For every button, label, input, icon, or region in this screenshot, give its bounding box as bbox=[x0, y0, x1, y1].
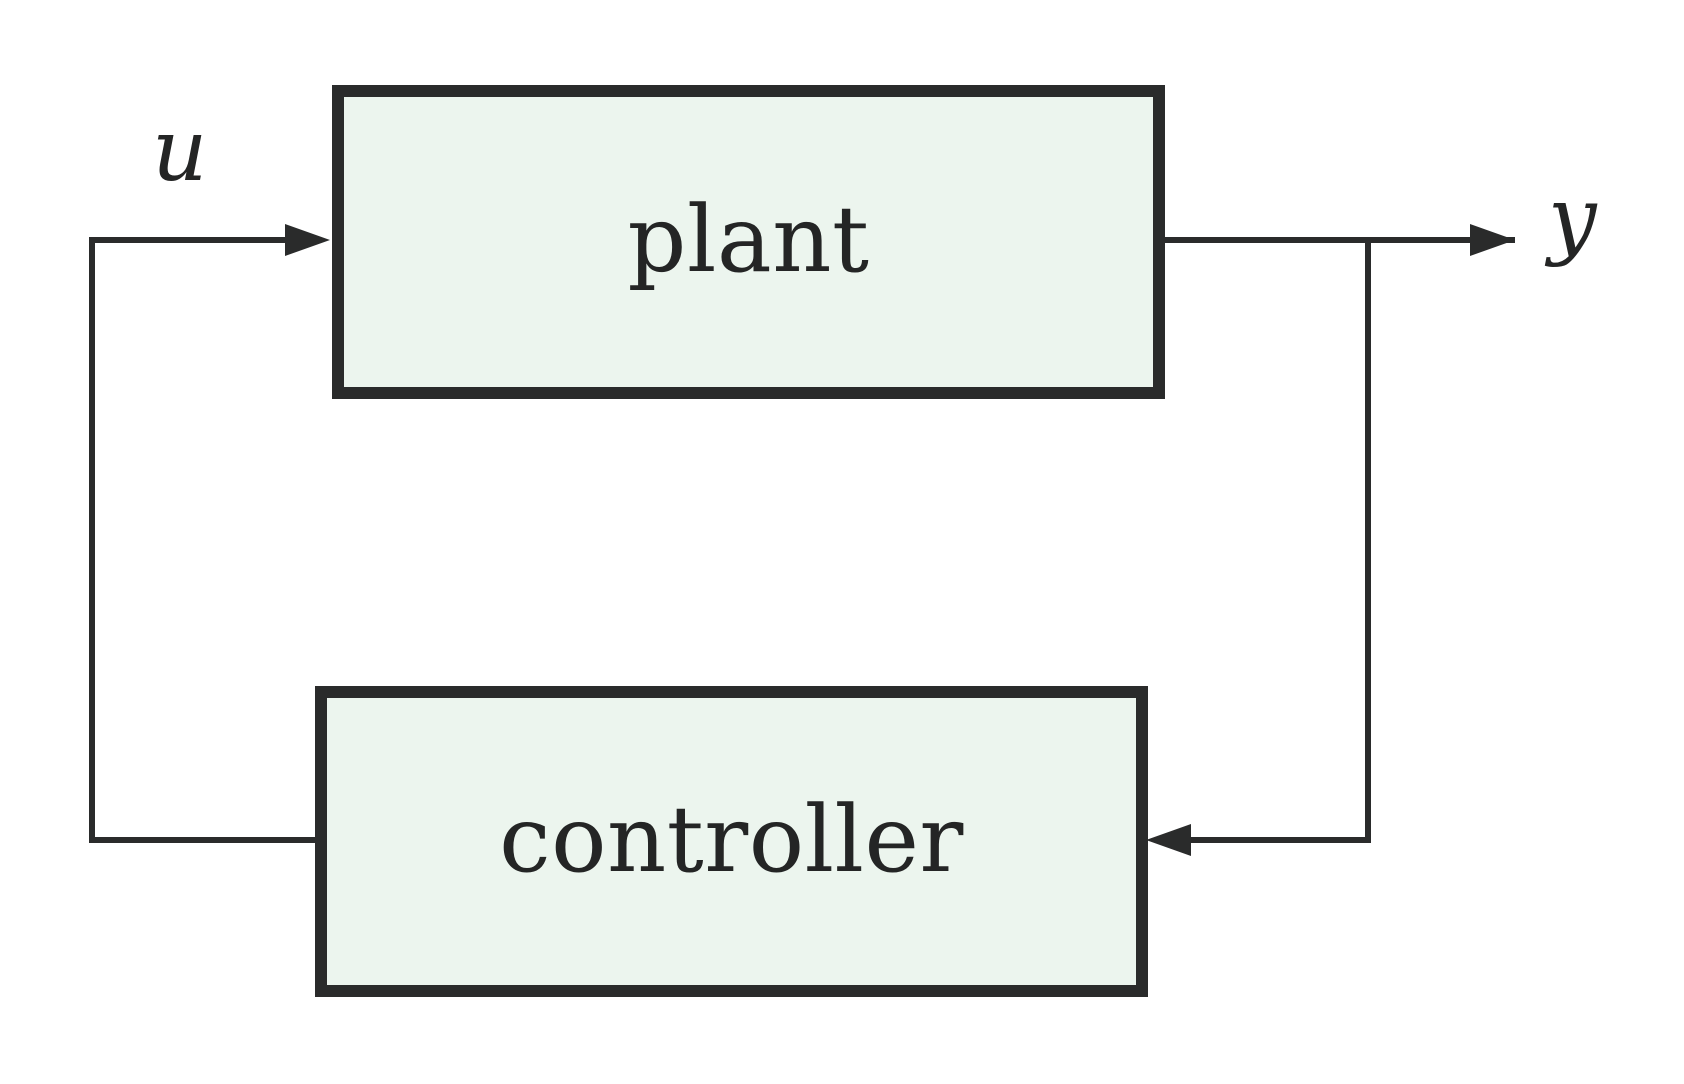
wire-left-vertical-rail bbox=[89, 237, 95, 843]
arrowhead-into-plant bbox=[285, 224, 330, 256]
controller-block-label: controller bbox=[499, 785, 964, 893]
wire-plant-output-to-y bbox=[1165, 237, 1515, 243]
arrowhead-output-y bbox=[1470, 224, 1515, 256]
controller-block[interactable]: controller bbox=[315, 686, 1148, 997]
wire-u-into-plant bbox=[89, 237, 287, 243]
signal-label-u: u bbox=[152, 101, 208, 201]
signal-label-y: y bbox=[1548, 169, 1597, 269]
arrowhead-into-controller bbox=[1146, 824, 1191, 856]
wire-controller-output bbox=[89, 837, 318, 843]
wire-feedback-vertical bbox=[1365, 237, 1371, 843]
plant-block[interactable]: plant bbox=[332, 85, 1165, 399]
plant-block-label: plant bbox=[627, 186, 870, 293]
wire-feedback-into-controller bbox=[1191, 837, 1371, 843]
